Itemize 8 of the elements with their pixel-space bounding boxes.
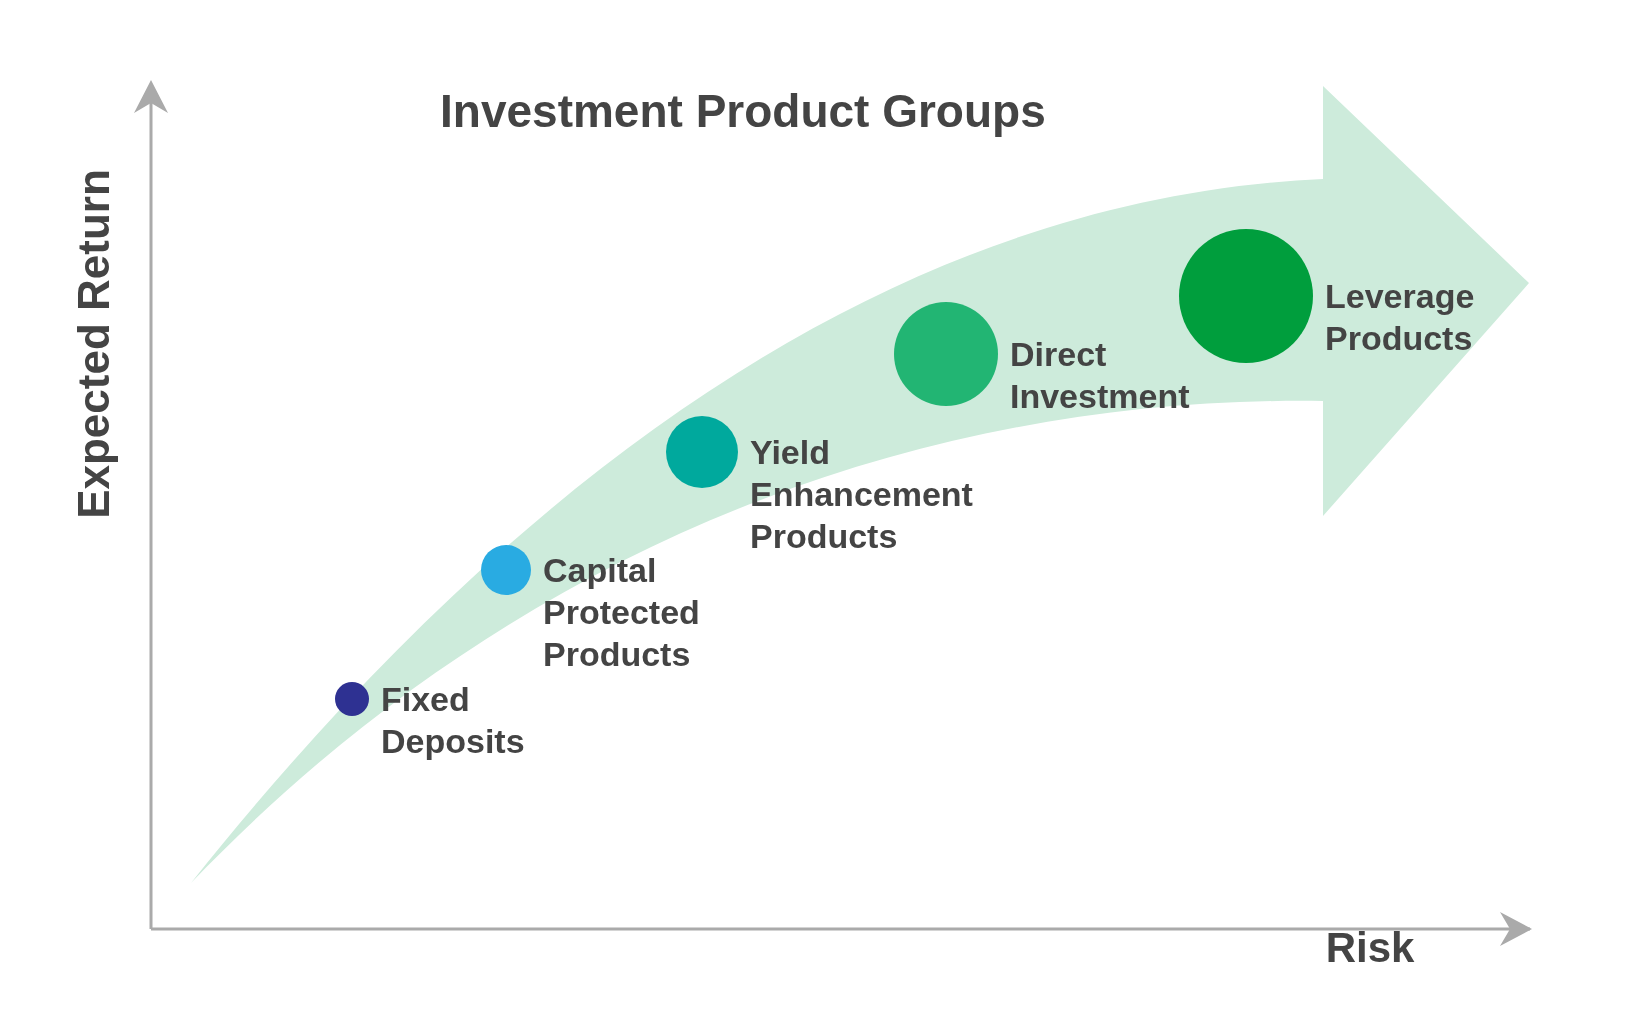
product-label: Capital Protected Products bbox=[543, 550, 700, 675]
axis-label: Expected Return bbox=[69, 169, 119, 519]
product-label: Yield Enhancement Products bbox=[750, 432, 973, 557]
axis-label: Risk bbox=[1325, 924, 1415, 972]
product-label: Fixed Deposits bbox=[381, 679, 525, 762]
product-label: Leverage Products bbox=[1325, 276, 1475, 359]
product-label: Direct Investment bbox=[1010, 334, 1190, 417]
chart-title: Investment Product Groups bbox=[440, 84, 1046, 138]
